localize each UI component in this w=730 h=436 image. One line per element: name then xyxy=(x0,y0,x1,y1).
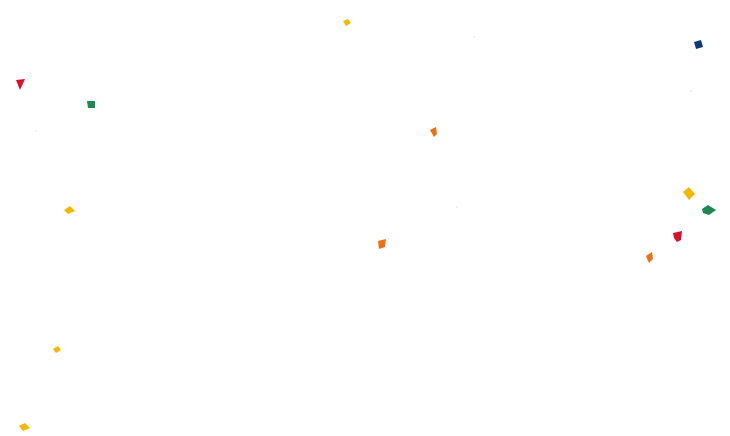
confetti-piece-red xyxy=(16,79,25,90)
confetti-piece-yellow xyxy=(19,423,30,431)
confetti-speck xyxy=(473,36,475,38)
confetti-piece-orange xyxy=(378,239,386,249)
confetti-piece-yellow xyxy=(53,346,61,353)
confetti-piece-green xyxy=(702,205,716,215)
confetti-speck xyxy=(35,130,37,132)
confetti-speck xyxy=(690,90,692,92)
confetti-piece-yellow xyxy=(64,206,75,214)
confetti-piece-orange xyxy=(646,252,653,263)
confetti-speck xyxy=(456,206,458,208)
confetti-piece-orange xyxy=(430,127,437,137)
confetti-piece-yellow xyxy=(343,19,351,26)
confetti-piece-navy xyxy=(694,40,703,49)
confetti-piece-yellow xyxy=(683,187,695,200)
confetti-piece-red xyxy=(673,231,682,242)
confetti-piece-green xyxy=(87,101,95,108)
